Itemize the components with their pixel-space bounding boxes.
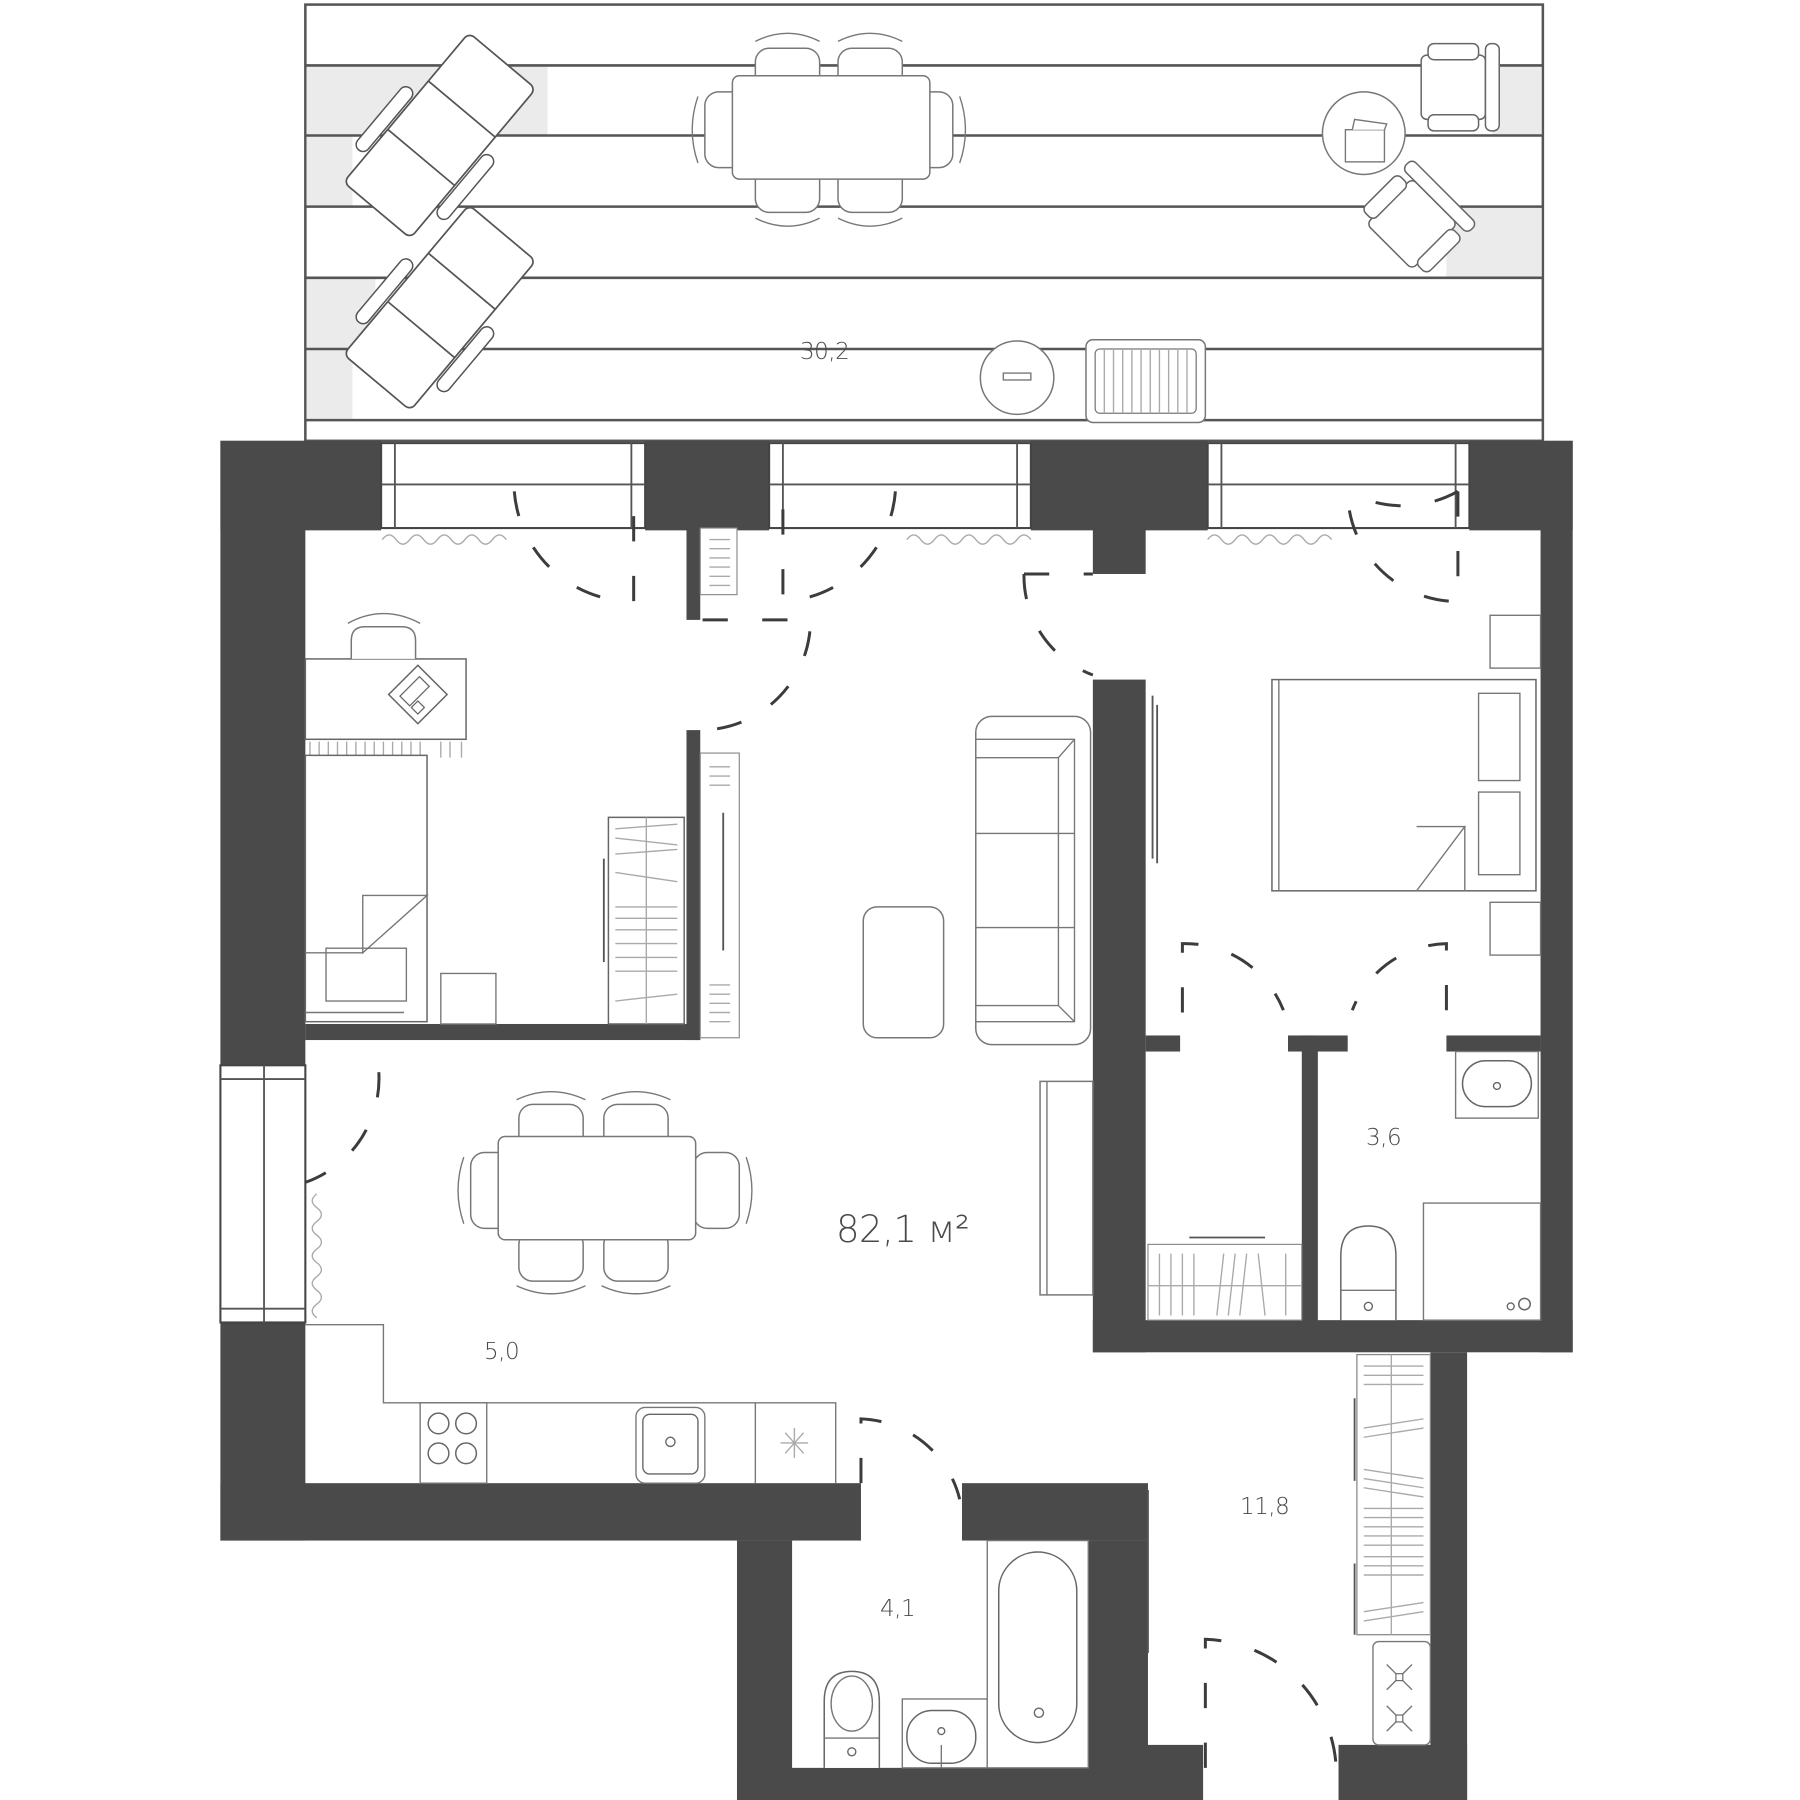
nightstand-icon	[1489, 614, 1542, 669]
total-area-label: 82,1 м²	[836, 1208, 970, 1251]
double-bed-icon	[1271, 678, 1537, 892]
bbq-icon	[979, 340, 1055, 416]
hallway	[1147, 1353, 1432, 1746]
nightstand-icon	[1489, 901, 1542, 956]
toilet-icon	[823, 1670, 881, 1768]
armchair-icon	[1420, 42, 1500, 132]
sofa-icon	[975, 715, 1092, 1046]
door-swings	[304, 490, 1460, 1768]
living-room	[457, 715, 1094, 1296]
windows	[219, 442, 1471, 1324]
armchair-icon	[1363, 160, 1476, 273]
bedroom-right	[1151, 614, 1542, 956]
radiator-icon	[309, 741, 463, 758]
kitchen	[305, 1324, 837, 1484]
single-bed-icon	[304, 754, 429, 1023]
tv-stand-icon	[1039, 1080, 1094, 1296]
bedroom-left	[304, 527, 740, 1039]
sink-icon	[635, 1406, 706, 1484]
hallway-area-label: 11,8	[1240, 1494, 1290, 1520]
bathroom	[823, 1539, 1089, 1769]
kitchen-area-label: 5,0	[484, 1339, 520, 1365]
coffee-table-icon	[862, 906, 945, 1039]
cooktop-icon	[419, 1402, 488, 1484]
bathroom-small-area-label: 3,6	[1366, 1125, 1402, 1151]
dishwasher-icon	[754, 1402, 809, 1484]
grill-icon	[1085, 339, 1207, 424]
sun-lounger-icon	[345, 206, 534, 409]
washbasin-icon	[1454, 1050, 1539, 1119]
toilet-icon	[1340, 1225, 1397, 1321]
wardrobe-icon	[602, 816, 685, 1025]
dining-table-icon	[457, 1091, 753, 1295]
sun-lounger-icon	[345, 34, 534, 237]
nightstand-icon	[440, 972, 497, 1025]
wardrobe-icon	[1151, 695, 1159, 864]
desk-icon	[304, 613, 467, 741]
washbasin-icon	[901, 1698, 988, 1769]
terrace	[304, 3, 1545, 443]
bathroom-area-label: 4,1	[880, 1596, 916, 1622]
terrace-area-label: 30,2	[800, 339, 850, 365]
bathtub-icon	[986, 1539, 1089, 1769]
side-table-icon	[1321, 91, 1406, 176]
bathroom-small	[1147, 1050, 1542, 1321]
gas-stove-icon	[1372, 1640, 1432, 1746]
closet-icon	[1147, 1236, 1303, 1321]
shower-icon	[1422, 1202, 1542, 1321]
radiator-icon	[699, 527, 740, 1039]
walls	[220, 440, 1573, 1800]
wardrobe-icon	[1353, 1353, 1431, 1636]
dining-table-icon	[691, 32, 967, 227]
